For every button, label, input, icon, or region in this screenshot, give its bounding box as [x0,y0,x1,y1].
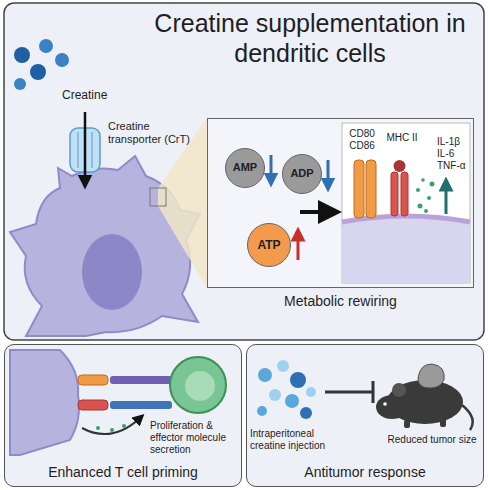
result-panel: Antitumor response [246,344,484,487]
nucleus [82,234,142,310]
decrease-arrow [270,155,273,180]
transporter-label: Creatine transporter (CrT) [108,120,204,146]
costimulatory-receptor [78,375,108,385]
dendritic-cell [10,350,79,455]
secretion-arrow [445,184,448,214]
outcome-label: Reduced tumor size [386,434,478,446]
title: Creatine supplementation in dendritic ce… [145,8,475,68]
outcome-label: Proliferation & effector molecule secret… [150,420,238,456]
cytokine-dots [96,424,126,432]
metabolite-name: AMP [233,161,257,174]
panel-heading: Enhanced T cell priming [48,464,198,481]
treatment-label: Intraperitoneal creatine injection [250,428,346,452]
panel-heading: Antitumor response [304,464,425,481]
cytokine-label: IL-1β IL-6 TNF-α [437,136,473,172]
mhc-receptor [78,400,108,410]
top-panel [4,3,484,340]
receptor-label: CD80 CD86 [344,128,380,152]
result-panel: Enhanced T cell priming [4,344,242,487]
t-cell-receptor [110,401,172,409]
cytokine-dots [416,178,435,213]
creatine-dots [257,360,316,419]
inhibition-bar [372,381,375,403]
transporter-symbol [70,112,100,182]
inset-frame [207,118,474,288]
metabolite-name: ADP [290,167,313,180]
panel-fill [246,344,484,487]
mouse [376,364,473,430]
inset-ground [207,118,474,288]
creatine-dots [14,39,69,90]
metabolite-circle: ATP [247,223,291,267]
t-cell [170,357,226,413]
costimulatory-receptor [354,160,376,218]
zoom-square [150,188,166,206]
rewiring-arrow [300,210,330,214]
metabolite-circle: ADP [282,154,322,194]
zoom-inset: Metabolic rewiring AMP ADP ATP [207,118,474,318]
molecule-label: Creatine [62,88,124,102]
t-cell-receptor [110,376,172,384]
signal-arrow [82,418,140,434]
cell-interior [342,216,470,283]
decrease-arrow [327,160,330,185]
panel-heading: Metabolic rewiring [284,293,397,310]
mhc-receptor [391,160,408,216]
increase-arrow [297,234,300,260]
t-cell-nucleus [185,371,215,401]
receptor-label: MHC II [380,132,424,144]
inhibition-line [325,391,372,394]
metabolite-circle: AMP [225,148,265,188]
panel-fill [4,344,242,487]
metabolite-name: ATP [257,238,280,252]
